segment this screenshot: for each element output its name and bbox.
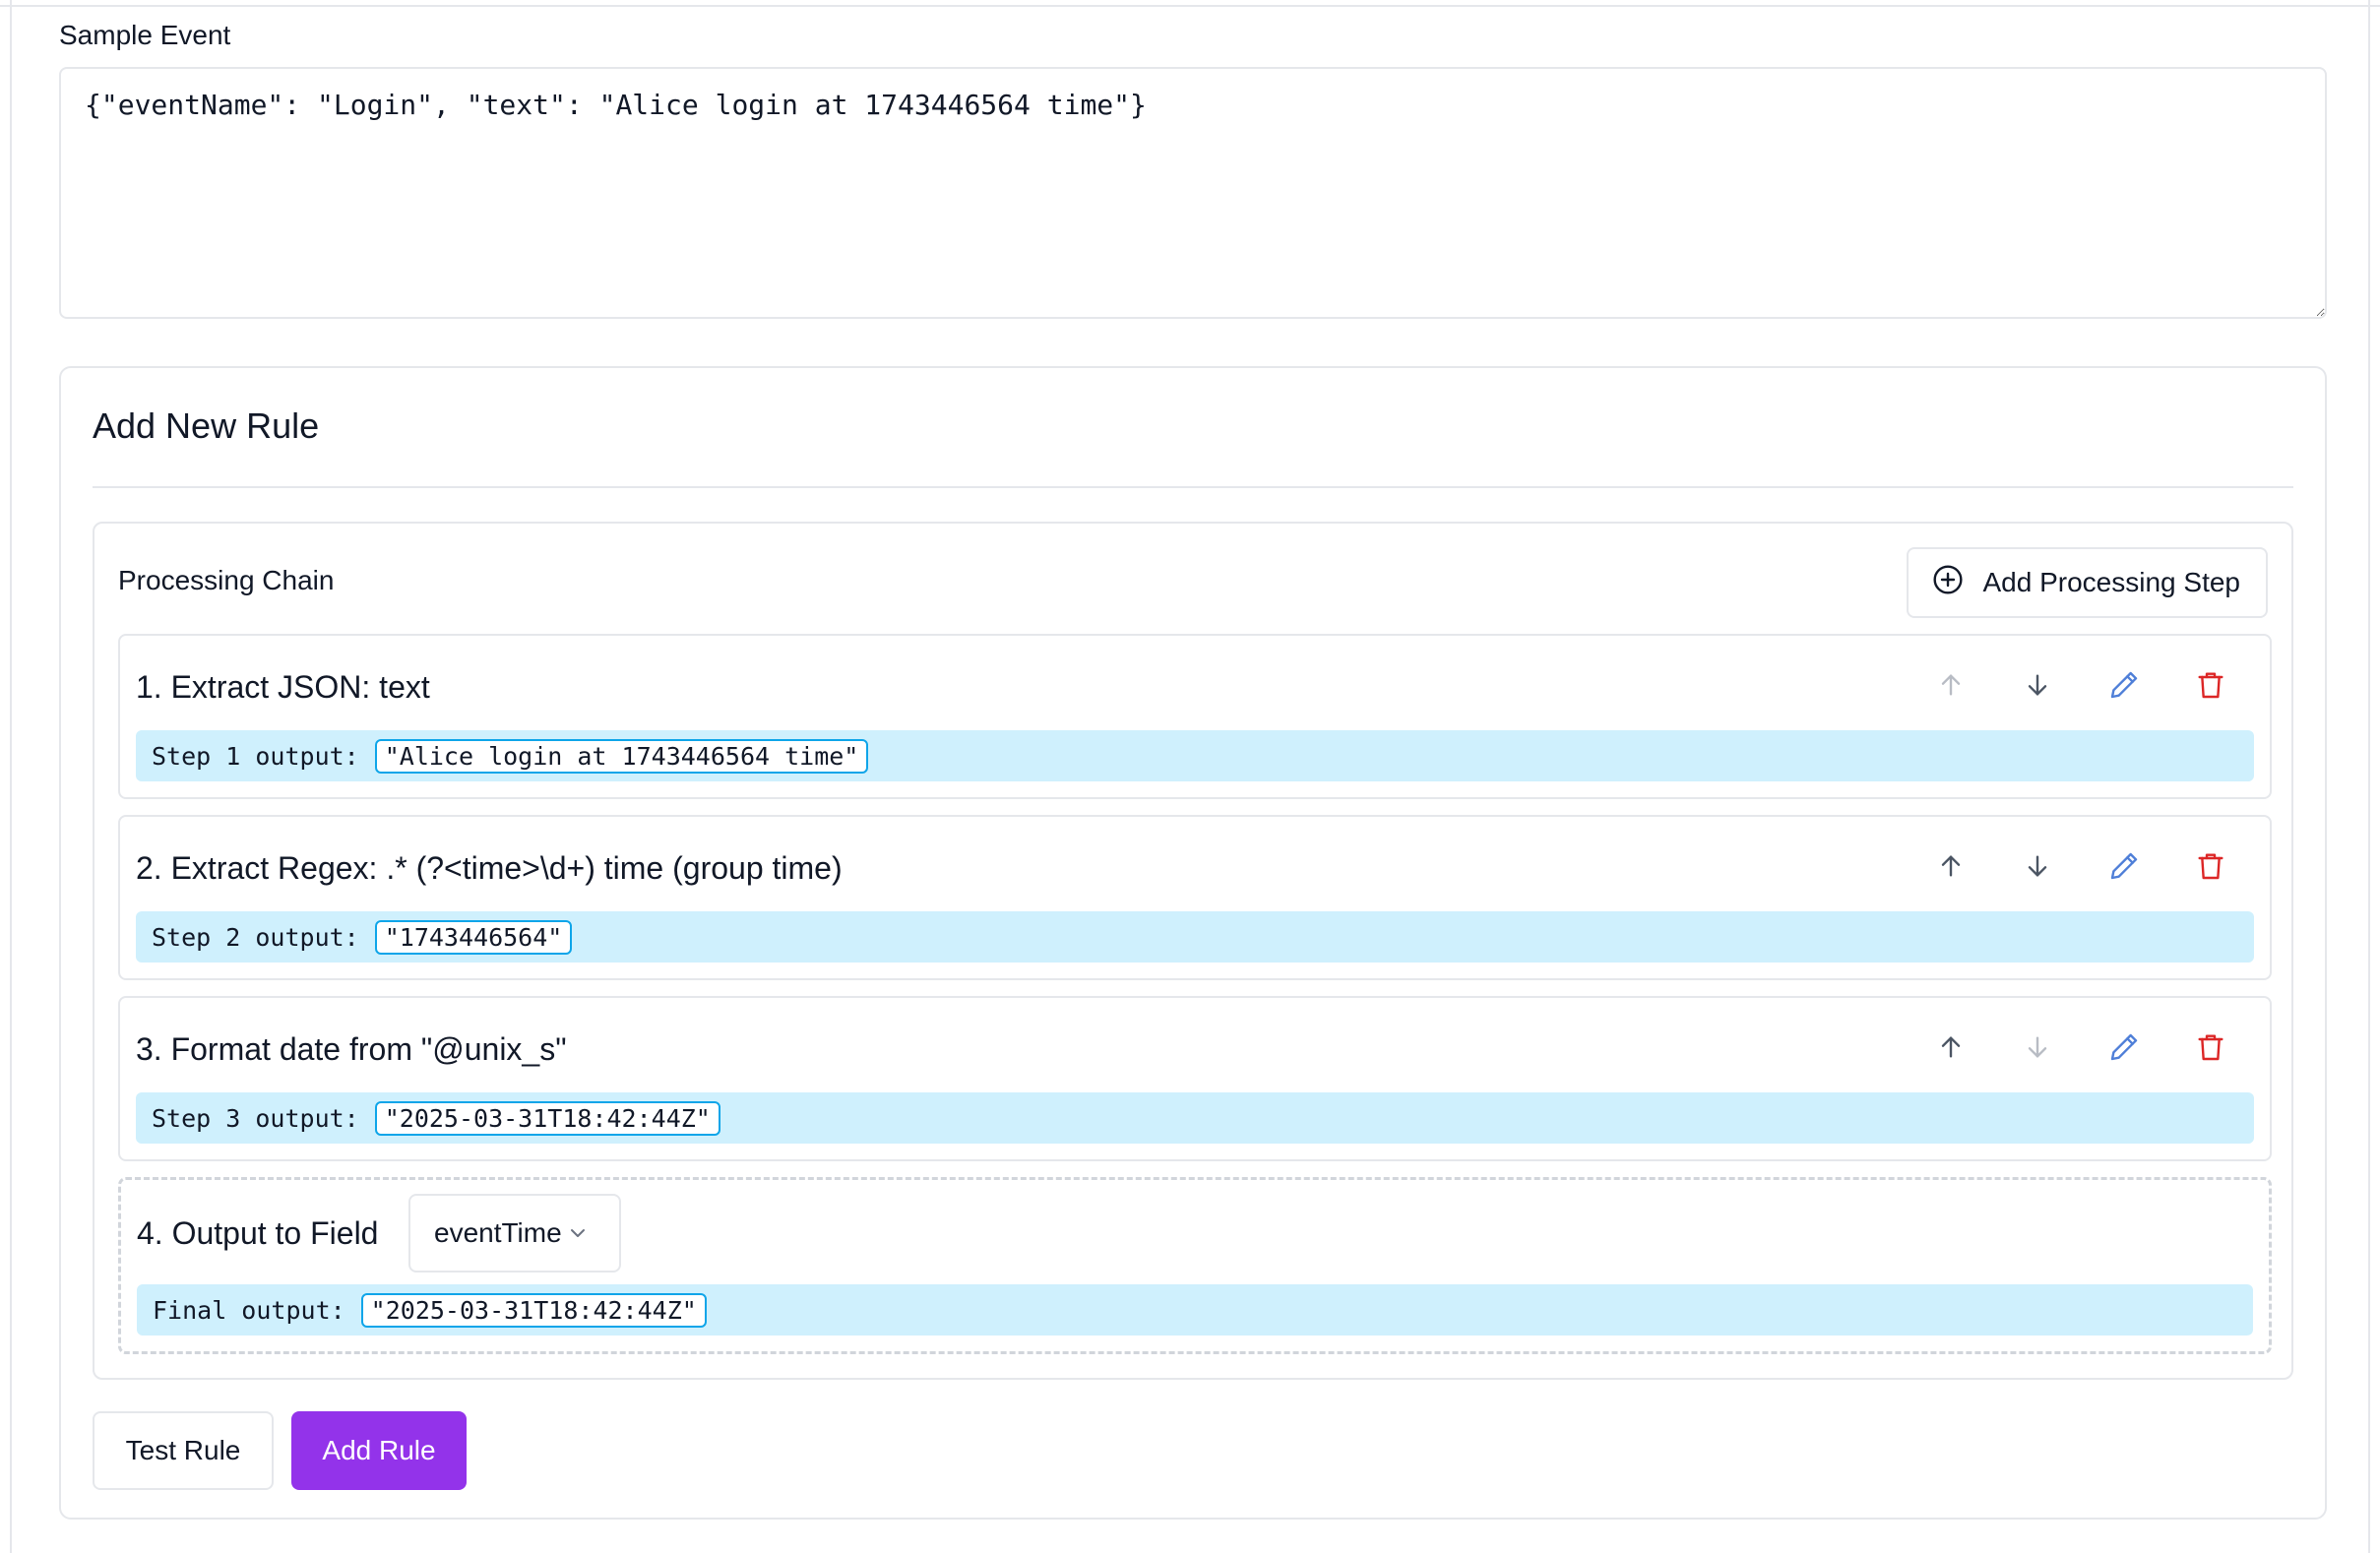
chevron-down-icon — [570, 1229, 585, 1237]
step-output-label: Step 3 output: — [152, 1103, 359, 1133]
processing-step: 2. Extract Regex: .* (?<time>\d+) time (… — [118, 815, 2272, 980]
step-output-value: "2025-03-31T18:42:44Z" — [374, 1100, 720, 1136]
step-output-label: Step 1 output: — [152, 741, 359, 771]
step-output-bar: Step 3 output: "2025-03-31T18:42:44Z" — [136, 1092, 2254, 1144]
edit-step-button[interactable] — [2100, 1024, 2148, 1071]
plus-circle-icon — [1932, 564, 1964, 602]
arrow-up-icon — [1941, 855, 1961, 877]
move-up-button[interactable] — [1927, 661, 1974, 709]
trash-icon — [2198, 672, 2223, 699]
step-title: 3. Format date from "@unix_s" — [136, 1031, 567, 1067]
move-down-button[interactable] — [2014, 842, 2061, 890]
arrow-down-icon — [2028, 674, 2047, 696]
edit-step-button[interactable] — [2100, 842, 2148, 890]
step-output-value: "Alice login at 1743446564 time" — [374, 738, 869, 774]
output-field-value: eventTime — [434, 1217, 562, 1248]
step-output-bar: Step 2 output: "1743446564" — [136, 911, 2254, 963]
pencil-icon — [2110, 671, 2138, 699]
add-rule-card: Add New Rule Processing Chain Add Proces… — [59, 366, 2327, 1520]
output-field-select[interactable]: eventTime — [408, 1194, 621, 1273]
page-right-border — [2368, 0, 2370, 1553]
rule-divider — [93, 486, 2293, 488]
processing-chain-label: Processing Chain — [118, 565, 335, 595]
arrow-down-icon — [2028, 855, 2047, 877]
delete-step-button[interactable] — [2187, 842, 2234, 890]
add-rule-button[interactable]: Add Rule — [291, 1411, 467, 1490]
test-rule-button[interactable]: Test Rule — [93, 1411, 274, 1490]
final-output-value: "2025-03-31T18:42:44Z" — [360, 1292, 707, 1328]
trash-icon — [2198, 1034, 2223, 1061]
arrow-up-icon — [1941, 674, 1961, 696]
final-output-label: Final output: — [153, 1295, 345, 1325]
processing-step: 1. Extract JSON: text S — [118, 634, 2272, 799]
sample-event-textarea[interactable] — [59, 67, 2327, 319]
processing-step: 3. Format date from "@unix_s" — [118, 996, 2272, 1161]
move-down-button[interactable] — [2014, 1024, 2061, 1071]
trash-icon — [2198, 853, 2223, 880]
edit-step-button[interactable] — [2100, 661, 2148, 709]
delete-step-button[interactable] — [2187, 661, 2234, 709]
pencil-icon — [2110, 1033, 2138, 1061]
step-actions — [1927, 1024, 2234, 1071]
step-output-value: "1743446564" — [374, 919, 573, 955]
final-output-bar: Final output: "2025-03-31T18:42:44Z" — [137, 1284, 2253, 1336]
add-processing-step-label: Add Processing Step — [1982, 567, 2241, 597]
sample-event-label: Sample Event — [59, 20, 231, 50]
step-output-bar: Step 1 output: "Alice login at 174344656… — [136, 730, 2254, 781]
move-down-button[interactable] — [2014, 661, 2061, 709]
step-actions — [1927, 661, 2234, 709]
step-title: 2. Extract Regex: .* (?<time>\d+) time (… — [136, 850, 843, 886]
step-actions — [1927, 842, 2234, 890]
arrow-up-icon — [1941, 1036, 1961, 1058]
move-up-button[interactable] — [1927, 842, 1974, 890]
pencil-icon — [2110, 852, 2138, 880]
arrow-down-icon — [2028, 1036, 2047, 1058]
step-title: 1. Extract JSON: text — [136, 669, 430, 705]
output-field-step: 4. Output to Field eventTime Final outpu… — [118, 1177, 2272, 1354]
add-processing-step-button[interactable]: Add Processing Step — [1906, 547, 2268, 618]
processing-chain: Processing Chain Add Processing Step 1. … — [93, 522, 2293, 1380]
output-step-title: 4. Output to Field — [137, 1215, 379, 1251]
move-up-button[interactable] — [1927, 1024, 1974, 1071]
step-output-label: Step 2 output: — [152, 922, 359, 952]
delete-step-button[interactable] — [2187, 1024, 2234, 1071]
add-rule-title: Add New Rule — [93, 405, 320, 446]
